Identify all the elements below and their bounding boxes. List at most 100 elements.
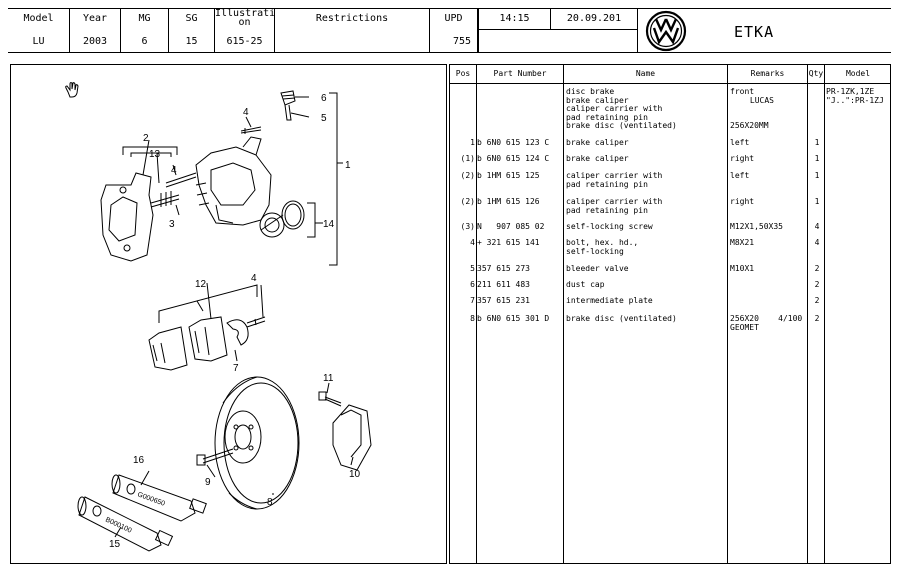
row-remarks: right [730,197,755,206]
intro-model-line1: PR-1ZK,1ZE [826,87,875,96]
row-part-number: 357 615 273 [477,264,530,273]
mg-value: 6 [141,36,148,47]
mg-cell[interactable]: MG 6 [121,9,169,52]
restrictions-cell[interactable]: Restrictions [275,9,430,52]
col-divider [476,65,477,563]
row-name: caliper carrier with pad retaining pin [566,171,663,189]
illustration-cell[interactable]: Illustrati on 615-25 [215,9,275,52]
col-header-model[interactable]: Model [845,69,871,78]
col-divider [727,65,728,563]
row-pos: 1 [470,138,475,147]
callout-3: 3 [169,219,175,230]
row-name: intermediate plate [566,296,653,305]
col-header-pos[interactable]: Pos [455,69,471,78]
row-name: bleeder valve [566,264,629,273]
upd-cell[interactable]: UPD 755 [430,9,478,52]
row-qty: 4 [814,222,820,231]
mg-label: MG [138,13,151,24]
tube-label-16: G000650 [136,491,166,507]
illustration-value: 615-25 [226,36,263,47]
illustration-label-line2: on [238,17,251,28]
intro-name-line: disc brake [566,87,615,96]
callout-2: 2 [143,133,149,144]
col-divider [824,65,825,563]
col-header-part-number[interactable]: Part Number [493,69,547,78]
row-part-number: 357 615 231 [477,296,530,305]
restrictions-label: Restrictions [315,13,389,24]
row-part-number: + 321 615 141 [477,238,540,247]
datetime-cell: 14:15 20.09.201 [478,9,638,52]
row-remarks: left [730,138,750,147]
col-divider [807,65,808,563]
upd-value: 755 [452,36,471,47]
row-qty: 4 [814,238,820,247]
intro-name-line: caliper carrier with [566,104,663,113]
illustration-label: Illustrati on [215,8,276,28]
row-pos: (2) [460,197,475,206]
illustration-label-line1: Illustrati [215,8,276,19]
row-pos: 6 [470,280,475,289]
row-qty: 2 [814,314,820,323]
row-part-number: b 1HM 615 126 [477,197,540,206]
intro-name-line: brake caliper [566,95,629,105]
header-bar: Model LU Year 2003 MG 6 SG 15 Illustrati… [8,8,891,53]
col-divider [563,65,564,563]
row-qty: 2 [814,264,820,273]
row-qty: 1 [814,154,820,163]
row-name: bolt, hex. hd., self-locking [566,238,639,256]
sg-value: 15 [185,36,198,47]
brake-exploded-diagram: 2 13 4 3 4 6 5 1 14 12 4 7 11 10 9 8 16 … [65,82,372,552]
year-label: Year [82,13,108,24]
sg-cell[interactable]: SG 15 [169,9,215,52]
row-pos: 5 [470,264,475,273]
callout-9: 9 [205,477,211,488]
callout-4c: 4 [251,273,257,284]
model-value: LU [32,36,45,47]
intro-name-line: brake disc (ventilated) [566,121,677,130]
row-name: dust cap [566,280,605,289]
callout-11: 11 [323,373,334,384]
row-remarks: M8X21 [730,238,755,247]
row-part-number: N 907 085 02 [477,222,545,231]
intro-model-line2: "J..":PR-1ZJ [826,95,884,105]
intro-remark-front: front [730,87,755,96]
callout-7: 7 [233,363,239,374]
row-pos: (2) [460,171,475,180]
row-remarks: M10X1 [730,264,755,273]
upd-label: UPD [444,13,463,24]
col-header-name[interactable]: Name [635,69,656,78]
callout-6: 6 [321,93,327,104]
callout-1: 1 [345,160,351,171]
intro-name-line: pad retaining pin [566,112,648,122]
row-remarks: 256X20 4/100 GEOMET [730,314,803,332]
row-remarks: right [730,154,755,163]
row-part-number: b 6N0 615 124 C [477,154,550,163]
row-part-number: b 1HM 615 125 [477,171,540,180]
exploded-view-panel[interactable]: 2 13 4 3 4 6 5 1 14 12 4 7 11 10 9 8 16 … [10,64,447,564]
row-pos: (3) [460,222,475,231]
callout-12: 12 [195,279,207,290]
row-pos: 8 [470,314,475,323]
row-remarks: left [730,171,750,180]
model-cell[interactable]: Model LU [8,9,70,52]
row-pos: 4 [470,238,475,247]
row-name: brake caliper [566,138,629,147]
callout-10: 10 [349,469,361,480]
callout-14: 14 [323,219,335,230]
parts-table: Pos Part Number Name Remarks Qty Model d… [449,64,891,564]
year-value: 2003 [82,36,108,47]
vw-logo [645,10,687,52]
col-header-remarks[interactable]: Remarks [750,69,785,78]
hand-cursor-icon [65,82,79,98]
row-qty: 1 [814,171,820,180]
col-header-qty[interactable]: Qty [808,69,824,78]
callout-8: 8 [267,497,273,508]
header-divider [450,83,890,84]
callout-13: 13 [149,149,161,160]
row-pos: 7 [470,296,475,305]
callout-4b: 4 [243,107,249,118]
model-label: Model [23,13,54,24]
sg-label: SG [185,13,198,24]
brand-label: ETKA [734,23,775,41]
year-cell[interactable]: Year 2003 [70,9,121,52]
